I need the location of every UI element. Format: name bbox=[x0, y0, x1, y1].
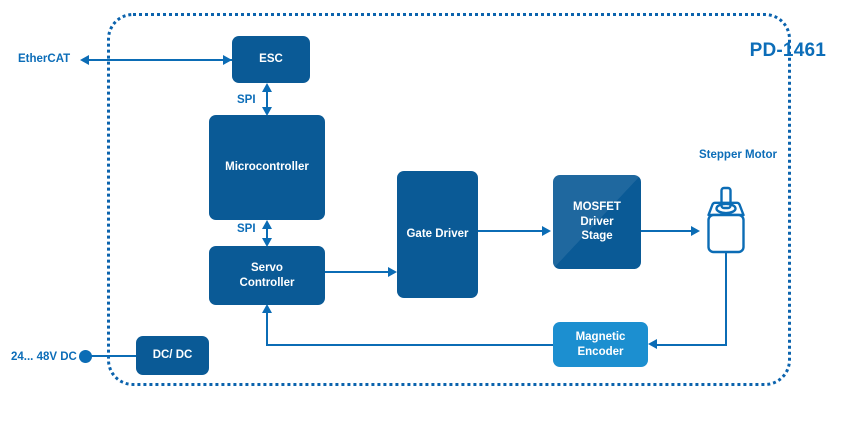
spi-mcu-servo-line bbox=[265, 224, 269, 244]
spi-esc-mcu-arrow-up bbox=[261, 83, 272, 92]
block-dc-dc[interactable]: DC/ DC bbox=[136, 336, 209, 375]
motor-to-encoder-arrow bbox=[648, 339, 657, 350]
block-servo-controller[interactable]: Servo Controller bbox=[209, 246, 325, 305]
mosfet-to-motor-line bbox=[641, 229, 692, 233]
stepper-motor-icon bbox=[707, 186, 745, 254]
block-gate-driver[interactable]: Gate Driver bbox=[397, 171, 478, 298]
spi-mcu-servo-arrow-down bbox=[261, 238, 272, 247]
block-microcontroller[interactable]: Microcontroller bbox=[209, 115, 325, 220]
block-microcontroller-label: Microcontroller bbox=[225, 161, 309, 174]
block-servo-controller-label-line1: Servo bbox=[251, 262, 283, 275]
block-mosfet-label-line2: Driver bbox=[580, 215, 614, 228]
gate-driver-to-mosfet-arrow bbox=[542, 225, 551, 236]
block-gate-driver-label: Gate Driver bbox=[406, 228, 469, 241]
ethercat-label: EtherCAT bbox=[18, 53, 71, 65]
spi-label-top: SPI bbox=[237, 94, 256, 106]
spi-label-bottom: SPI bbox=[237, 223, 256, 235]
product-name-label: PD-1461 bbox=[749, 40, 826, 61]
block-dc-dc-label: DC/ DC bbox=[152, 349, 193, 362]
power-input-terminal-dot bbox=[79, 349, 92, 363]
spi-mcu-servo-arrow-up bbox=[261, 220, 272, 229]
block-magnetic-encoder-label-line2: Encoder bbox=[577, 345, 624, 358]
stepper-motor-label-line2: Motor bbox=[745, 149, 777, 161]
motor-to-encoder-vertical-line bbox=[724, 252, 728, 345]
servo-to-gate-driver-arrow bbox=[388, 266, 397, 277]
motor-to-encoder-horizontal-line bbox=[657, 343, 727, 346]
encoder-to-servo-horizontal-line bbox=[266, 343, 554, 346]
block-mosfet-label-line1: MOSFET bbox=[573, 201, 621, 214]
block-esc[interactable]: ESC bbox=[232, 36, 310, 83]
mosfet-to-motor-arrow bbox=[691, 225, 700, 236]
block-magnetic-encoder[interactable]: Magnetic Encoder bbox=[553, 322, 648, 367]
ethercat-connection-line bbox=[89, 58, 232, 62]
block-servo-controller-label-line2: Controller bbox=[239, 276, 295, 289]
block-mosfet-driver-stage[interactable]: MOSFET Driver Stage bbox=[553, 175, 641, 269]
encoder-to-servo-arrow bbox=[261, 304, 272, 313]
block-esc-label: ESC bbox=[259, 53, 283, 66]
encoder-to-servo-vertical-line bbox=[265, 313, 269, 345]
spi-esc-mcu-arrow-down bbox=[261, 107, 272, 116]
servo-to-gate-driver-line bbox=[325, 270, 389, 274]
stepper-motor-label: Stepper Motor bbox=[699, 148, 777, 162]
product-enclosure-boundary bbox=[107, 13, 791, 386]
power-input-line bbox=[90, 354, 137, 358]
gate-driver-to-mosfet-line bbox=[478, 229, 543, 233]
ethercat-arrow-right bbox=[223, 54, 232, 65]
power-input-label: 24... 48V DC bbox=[11, 351, 77, 363]
spi-esc-mcu-line bbox=[265, 87, 269, 113]
block-magnetic-encoder-label-line1: Magnetic bbox=[575, 331, 626, 344]
block-mosfet-label-line3: Stage bbox=[581, 230, 613, 243]
stepper-motor-label-line1: Stepper bbox=[699, 149, 742, 161]
ethercat-arrow-left bbox=[80, 54, 89, 65]
